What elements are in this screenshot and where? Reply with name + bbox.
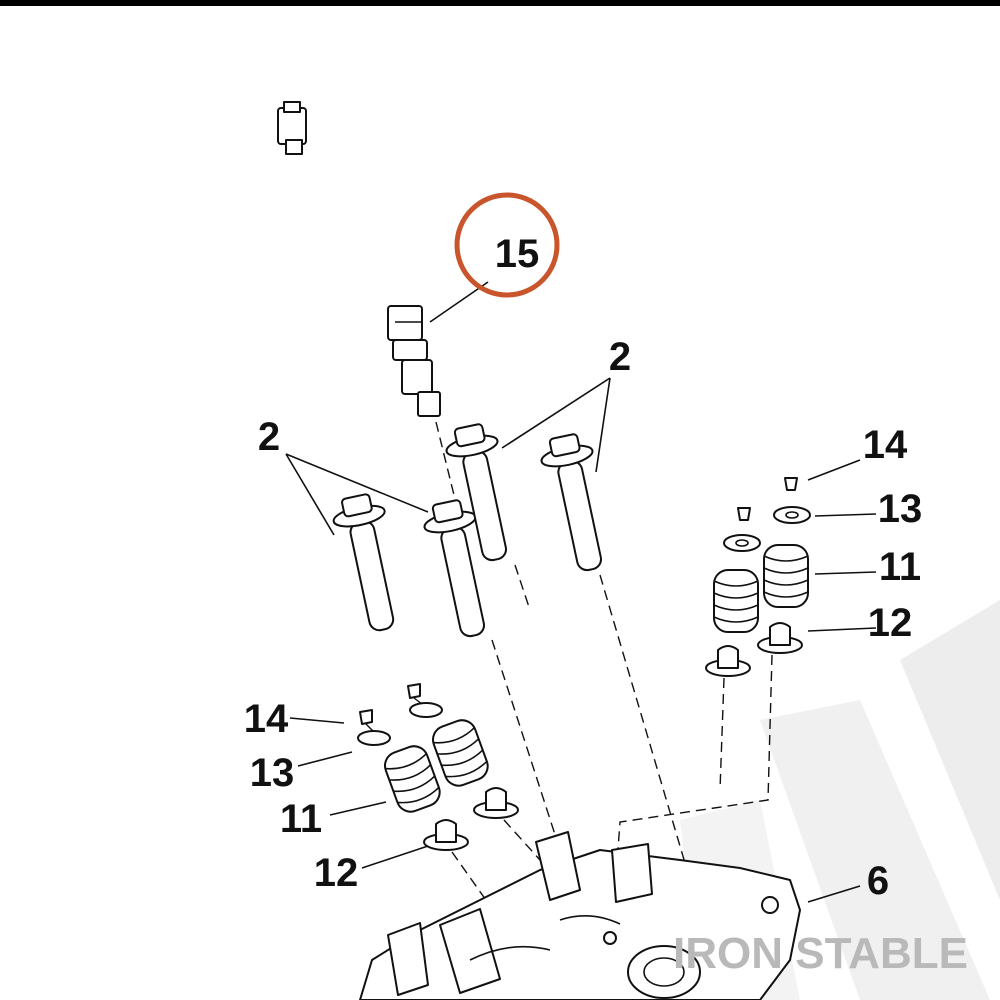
callout-2-right: 2 [609,335,631,379]
watermark-text: IRON STABLE [673,929,968,978]
right-valve-group [611,477,811,931]
cylinder-head-part-6 [359,831,801,1000]
callout-12-right: 12 [868,601,913,645]
callout-12-left: 12 [314,851,359,895]
sensor-part-15 [277,101,441,417]
top-border [0,0,1000,6]
callout-13-right: 13 [878,487,923,531]
callout-14-right: 14 [863,423,908,467]
left-valve-group [357,683,541,921]
callout-2-left: 2 [258,415,280,459]
callout-13-left: 13 [250,751,295,795]
callout-15: 15 [495,232,540,276]
bolt-dashlines [491,564,691,881]
callout-14-left: 14 [244,697,289,741]
bolt-part-2 [332,423,602,638]
callout-11-left: 11 [280,797,322,841]
leader-lines [285,281,877,903]
highlight-circle [454,192,560,298]
callout-6: 6 [867,859,889,903]
callout-11-right: 11 [879,545,921,589]
